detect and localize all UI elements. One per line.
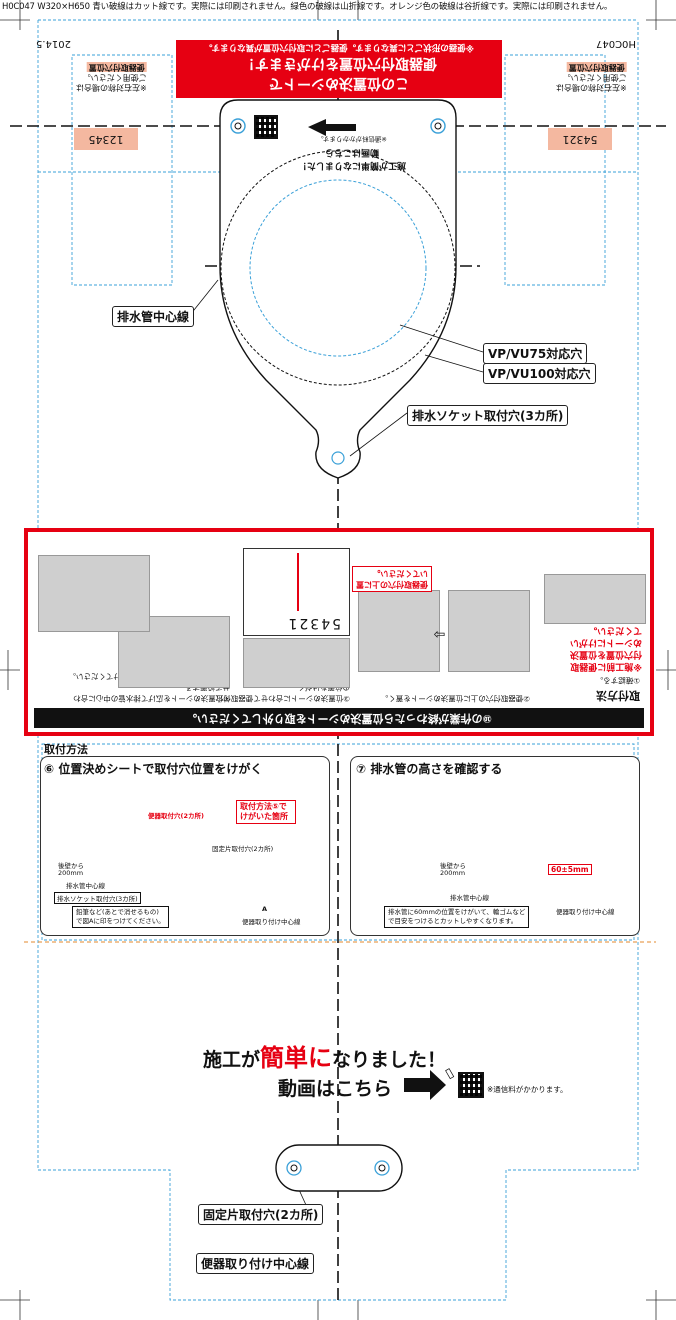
vp75-hole — [249, 179, 427, 357]
promo-note: ※通信料がかかります。 — [487, 1085, 568, 1094]
label-drain-center: 排水管中心線 — [112, 306, 195, 327]
print-spec-header: H0C047 W320×H650 青い破線はカット線です。実際には印刷されません… — [2, 2, 613, 12]
banner-line-3: ※便器の形状ごとに異なります。便器ごとに取付穴位置が異なります。 — [203, 42, 475, 52]
fixed-piece-template — [275, 1144, 403, 1192]
card6-from-back-1: 後壁から — [58, 862, 84, 870]
promo-line-2: 動画はこちら — [278, 1078, 393, 1100]
label-socket-holes: 排水ソケット取付穴(3カ所) — [407, 405, 569, 426]
card6-a-label: A — [262, 905, 268, 913]
product-code: H0C047 — [596, 38, 636, 49]
card6-callout: 取付方法⑤でけがいた箇所 — [236, 800, 296, 824]
panel-step-2: ②便器取付穴の上に位置決めシートを置く。 — [380, 694, 530, 703]
scale-right: 54321 — [548, 128, 612, 150]
socket-hole-left — [230, 118, 246, 134]
card6-toilet-center: 便器取り付け中心線 — [242, 918, 301, 926]
date-code: 2014.5 — [36, 38, 71, 49]
photo-step4-b — [38, 555, 150, 632]
card6-toilet-hole: 便器取付穴(2カ所) — [148, 812, 204, 820]
card7-toilet-center: 便器取り付け中心線 — [556, 908, 615, 916]
installation-instructions-panel: ⑩の作業が終わったら位置決めシートを取り外してください。 取付方法 ①確認する。… — [24, 528, 654, 736]
red-instruction-banner: この位置決めシートで 便器取付穴位置をけがきます！ ※便器の形状ごとに異なります… — [176, 40, 502, 98]
arrow-right-outline-icon: ⇨ — [433, 626, 445, 642]
panel-callout: 便器取付穴の上に置いてください。 — [352, 566, 432, 592]
template-body — [219, 99, 457, 479]
label-vp100: VP/VU100対応穴 — [483, 363, 596, 384]
panel-warning: ※施工前に便器取付穴位置を位置決めシートにけがいてください。 — [569, 625, 642, 671]
label-vp75: VP/VU75対応穴 — [483, 343, 588, 364]
card7-height: 60±5mm — [548, 864, 592, 875]
photo-step2-a — [448, 590, 530, 672]
side-note-right: ※左右対称の場合は ご使用ください。 便器取付穴位置 — [556, 62, 627, 92]
template-video-promo: 施工が簡単になりました！ 動画はこちら ※通信料がかかります。 — [298, 135, 407, 170]
card6-fixed-hole: 固定片取付穴(2カ所) — [212, 845, 274, 853]
photo-step3 — [243, 638, 350, 688]
photo-toilet-base — [544, 574, 646, 624]
card7-title: ⑦ 排水管の高さを確認する — [356, 762, 503, 776]
card6-title: ⑥ 位置決めシートで取付穴位置をけがく — [44, 762, 263, 776]
vp100-hole — [220, 150, 456, 386]
label-fixed-holes: 固定片取付穴(2カ所) — [198, 1204, 324, 1225]
socket-hole-bottom — [331, 451, 345, 465]
side-note-left: ※左右対称の場合は ご使用ください。 便器取付穴位置 — [76, 62, 147, 92]
label-toilet-center: 便器取り付け中心線 — [196, 1253, 315, 1274]
qr-code-small[interactable] — [254, 115, 278, 139]
card7-from-back-1: 後壁から — [440, 862, 466, 870]
scale-left: 12345 — [74, 128, 138, 150]
photo-step2-b — [358, 590, 440, 672]
card7-from-back-2: 200mm — [440, 869, 466, 877]
panel-step-1: ①確認する。 — [595, 676, 640, 685]
diagram-step3: 54321 — [243, 548, 350, 636]
panel-scale: 54321 — [286, 615, 341, 631]
banner-line-1: この位置決めシートで — [269, 75, 409, 91]
banner-line-2: 便器取付穴位置をけがきます！ — [241, 55, 437, 71]
card6-socket: 排水ソケット取付穴(3カ所) — [54, 892, 141, 904]
card7-drain-center: 排水管中心線 — [450, 894, 489, 902]
card6-drain-center: 排水管中心線 — [66, 882, 105, 890]
arrow-right-icon — [404, 1070, 446, 1100]
card6-from-back-2: 200mm — [58, 869, 84, 877]
card7-note: 排水管に60mmの位置をけがいて、輪ゴムなど で目安をつけるとカットしやすくなり… — [384, 906, 530, 928]
promo-line-1: 施工が簡単になりました！ — [203, 1044, 447, 1072]
panel-title: 取付方法 — [596, 689, 640, 702]
panel-header: ⑩の作業が終わったら位置決めシートを取り外してください。 — [34, 708, 644, 728]
socket-hole-right — [430, 118, 446, 134]
section-title: 取付方法 — [44, 743, 88, 756]
card6-note: 鉛筆など(あとで消せるもの) で図Aに印をつけてください。 — [72, 906, 169, 928]
qr-code-large[interactable] — [458, 1072, 484, 1098]
arrow-left-icon — [308, 119, 356, 136]
